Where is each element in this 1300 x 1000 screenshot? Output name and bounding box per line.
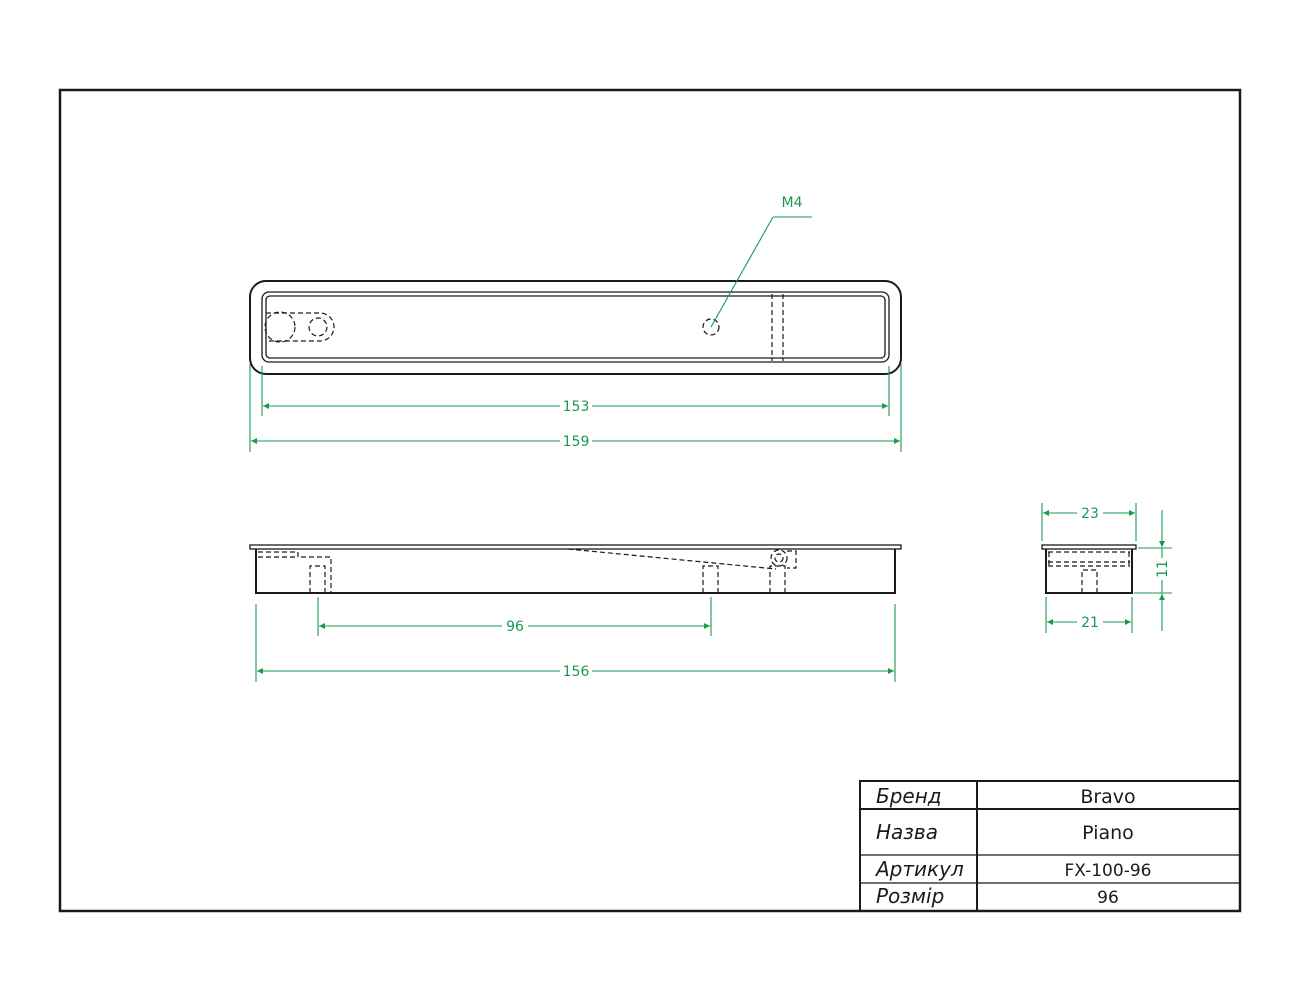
side-view-hidden-left-pocket	[258, 551, 332, 593]
title-block-label-name: Назва	[876, 820, 938, 844]
end-view: 23 21 11	[1041, 503, 1172, 633]
side-view-top-plate	[249, 544, 902, 550]
dim-96-text: 96	[506, 619, 524, 635]
dim-153-text: 153	[563, 399, 590, 415]
title-block-frame	[859, 780, 1241, 912]
top-view-inner-contour	[261, 291, 890, 363]
title-block-value-brand: Bravo	[1080, 786, 1135, 808]
side-view: 96 156	[249, 544, 902, 682]
top-view-outer-contour	[249, 280, 902, 375]
title-block-label-brand: Бренд	[876, 784, 942, 808]
side-view-hidden-right-post	[769, 565, 786, 593]
side-view-hidden-slope	[567, 548, 777, 570]
sheet-frame	[58, 88, 1242, 913]
title-block-label-article: Артикул	[874, 857, 964, 881]
top-view-hidden-hole-large	[264, 311, 296, 343]
title-block-value-article: FX-100-96	[1065, 861, 1152, 881]
top-view-m4-hole	[702, 318, 720, 336]
end-view-hidden-post	[1081, 569, 1098, 593]
m4-label: M4	[782, 195, 803, 211]
dim-156-text: 156	[563, 664, 590, 680]
end-view-body	[1045, 549, 1133, 594]
side-view-hidden-boss-inner	[774, 553, 784, 563]
title-block-label-size: Розмір	[876, 884, 944, 908]
side-view-hidden-boss-wall	[787, 550, 797, 569]
title-block: Бренд Bravo Назва Piano Артикул FX-100-9…	[859, 780, 1241, 912]
top-view-hidden-hole-small	[308, 317, 328, 337]
top-view: M4 153 159	[249, 195, 902, 452]
side-view-hidden-boss-outer	[770, 549, 788, 567]
side-view-hidden-left-post	[309, 565, 326, 593]
title-block-value-size: 96	[1097, 888, 1119, 908]
side-view-body	[255, 549, 896, 594]
dim-23-text: 23	[1081, 506, 1099, 522]
top-view-hidden-slot	[266, 312, 335, 342]
dim-11-text: 11	[1155, 560, 1171, 578]
m4-leader-line	[710, 216, 774, 328]
dim-159-text: 159	[563, 434, 590, 450]
side-view-hidden-middle-post	[702, 565, 719, 593]
end-view-top-plate	[1041, 544, 1137, 550]
dim-21-text: 21	[1081, 615, 1099, 631]
top-view-inner-recess	[265, 295, 886, 359]
title-block-value-name: Piano	[1082, 822, 1134, 844]
